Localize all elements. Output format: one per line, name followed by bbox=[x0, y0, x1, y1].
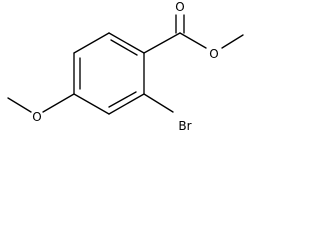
methoxy-oxygen-label: O bbox=[32, 110, 41, 124]
ring-inner-double-bond-top bbox=[110, 39, 138, 56]
ring-inner-double-bond-bottom bbox=[108, 91, 137, 108]
ring-bond-c5-c6 bbox=[73, 32, 110, 54]
ring-bond-c2-c3 bbox=[108, 93, 145, 115]
ester-group bbox=[143, 14, 244, 54]
carbonyl-oxygen-label: O bbox=[175, 0, 184, 14]
ring-bond-c3-c4 bbox=[73, 93, 110, 115]
aryl-carbonyl-bond bbox=[143, 32, 181, 54]
ring-bond-c6-c1 bbox=[108, 32, 145, 54]
aryl-bromine-bond bbox=[143, 93, 174, 113]
methoxy-methyl-bond bbox=[7, 97, 32, 113]
bromine-label: Br bbox=[178, 119, 191, 133]
ester-oxygen-label: O bbox=[209, 47, 218, 61]
chemical-structure: O O Br O bbox=[7, 0, 244, 133]
methoxy-substituent bbox=[7, 93, 75, 113]
bromo-substituent bbox=[143, 93, 174, 113]
benzene-ring bbox=[73, 32, 145, 115]
carbonyl-ester-oxygen-bond bbox=[179, 32, 207, 49]
aryl-methoxy-oxygen-bond bbox=[42, 93, 75, 113]
ester-methyl-bond bbox=[221, 34, 244, 49]
